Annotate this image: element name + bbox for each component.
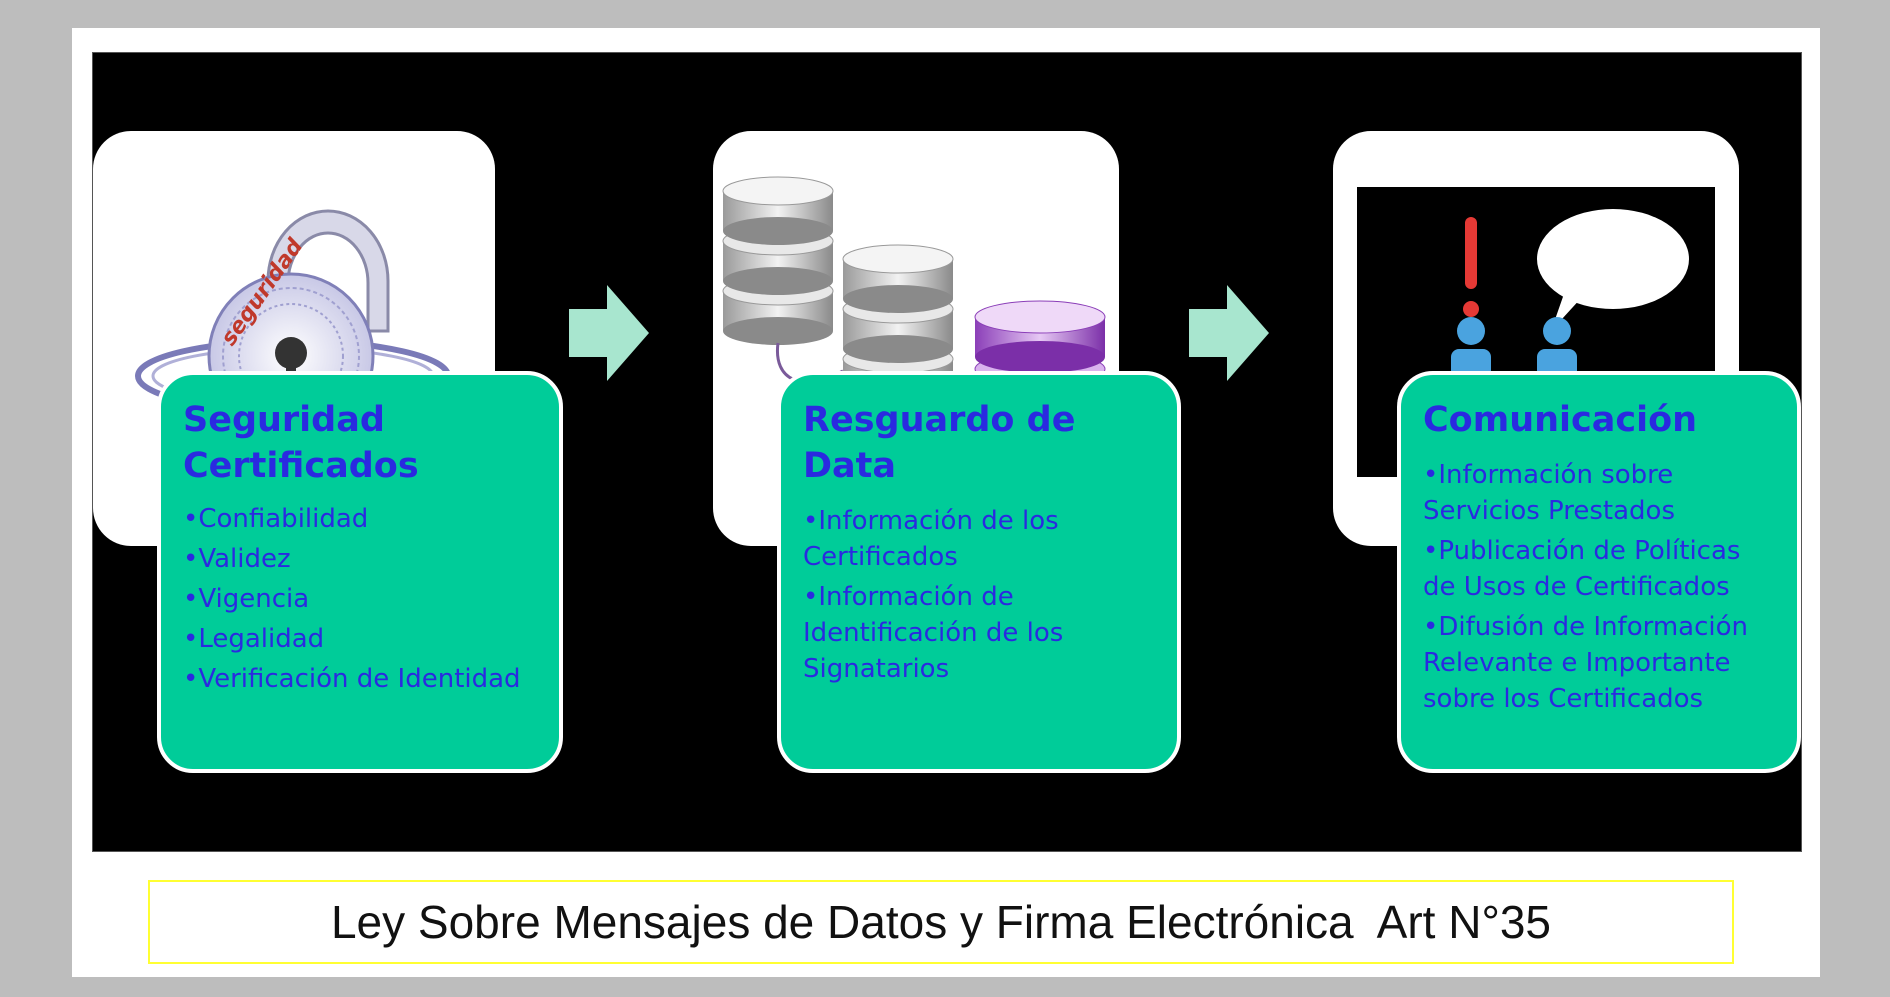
caption-box: Ley Sobre Mensajes de Datos y Firma Elec… <box>148 880 1734 964</box>
step-title-security: Seguridad Certificados <box>183 400 419 486</box>
security-bullets: •Confiabilidad •Validez •Vigencia •Legal… <box>183 501 539 697</box>
bullet-item: •Vigencia <box>183 584 310 614</box>
step-title-data: Resguardo de Data <box>803 400 1076 486</box>
right-arrow-icon <box>1189 285 1269 381</box>
bullet-item: •Validez <box>183 544 291 574</box>
bullet-item: •Legalidad <box>183 624 325 654</box>
data-bullets: •Información de los Certificados •Inform… <box>803 503 1157 687</box>
bullet-item: •Información sobre Servicios Prestados <box>1423 460 1676 526</box>
bullet-item: •Publicación de Políticas de Usos de Cer… <box>1423 536 1741 602</box>
bullet-item: •Información de los Certificados <box>803 506 1059 572</box>
bullet-item: •Información de Identificación de los Si… <box>803 582 1064 684</box>
communication-bullets: •Información sobre Servicios Prestados •… <box>1423 457 1781 717</box>
right-arrow-icon <box>569 285 649 381</box>
bullet-item: •Difusión de Información Relevante e Imp… <box>1423 612 1748 714</box>
process-diagram: seguridad Seguridad Certificados •Confia… <box>92 52 1802 852</box>
communication-text-card: Comunicación •Información sobre Servicio… <box>1397 371 1801 773</box>
bullet-item: •Confiabilidad <box>183 504 369 534</box>
bullet-item: •Verificación de Identidad <box>183 664 521 694</box>
step-title-communication: Comunicación <box>1423 400 1698 440</box>
data-text-card: Resguardo de Data •Información de los Ce… <box>777 371 1181 773</box>
caption-text: Ley Sobre Mensajes de Datos y Firma Elec… <box>330 896 1552 948</box>
security-text-card: Seguridad Certificados •Confiabilidad •V… <box>157 371 563 773</box>
